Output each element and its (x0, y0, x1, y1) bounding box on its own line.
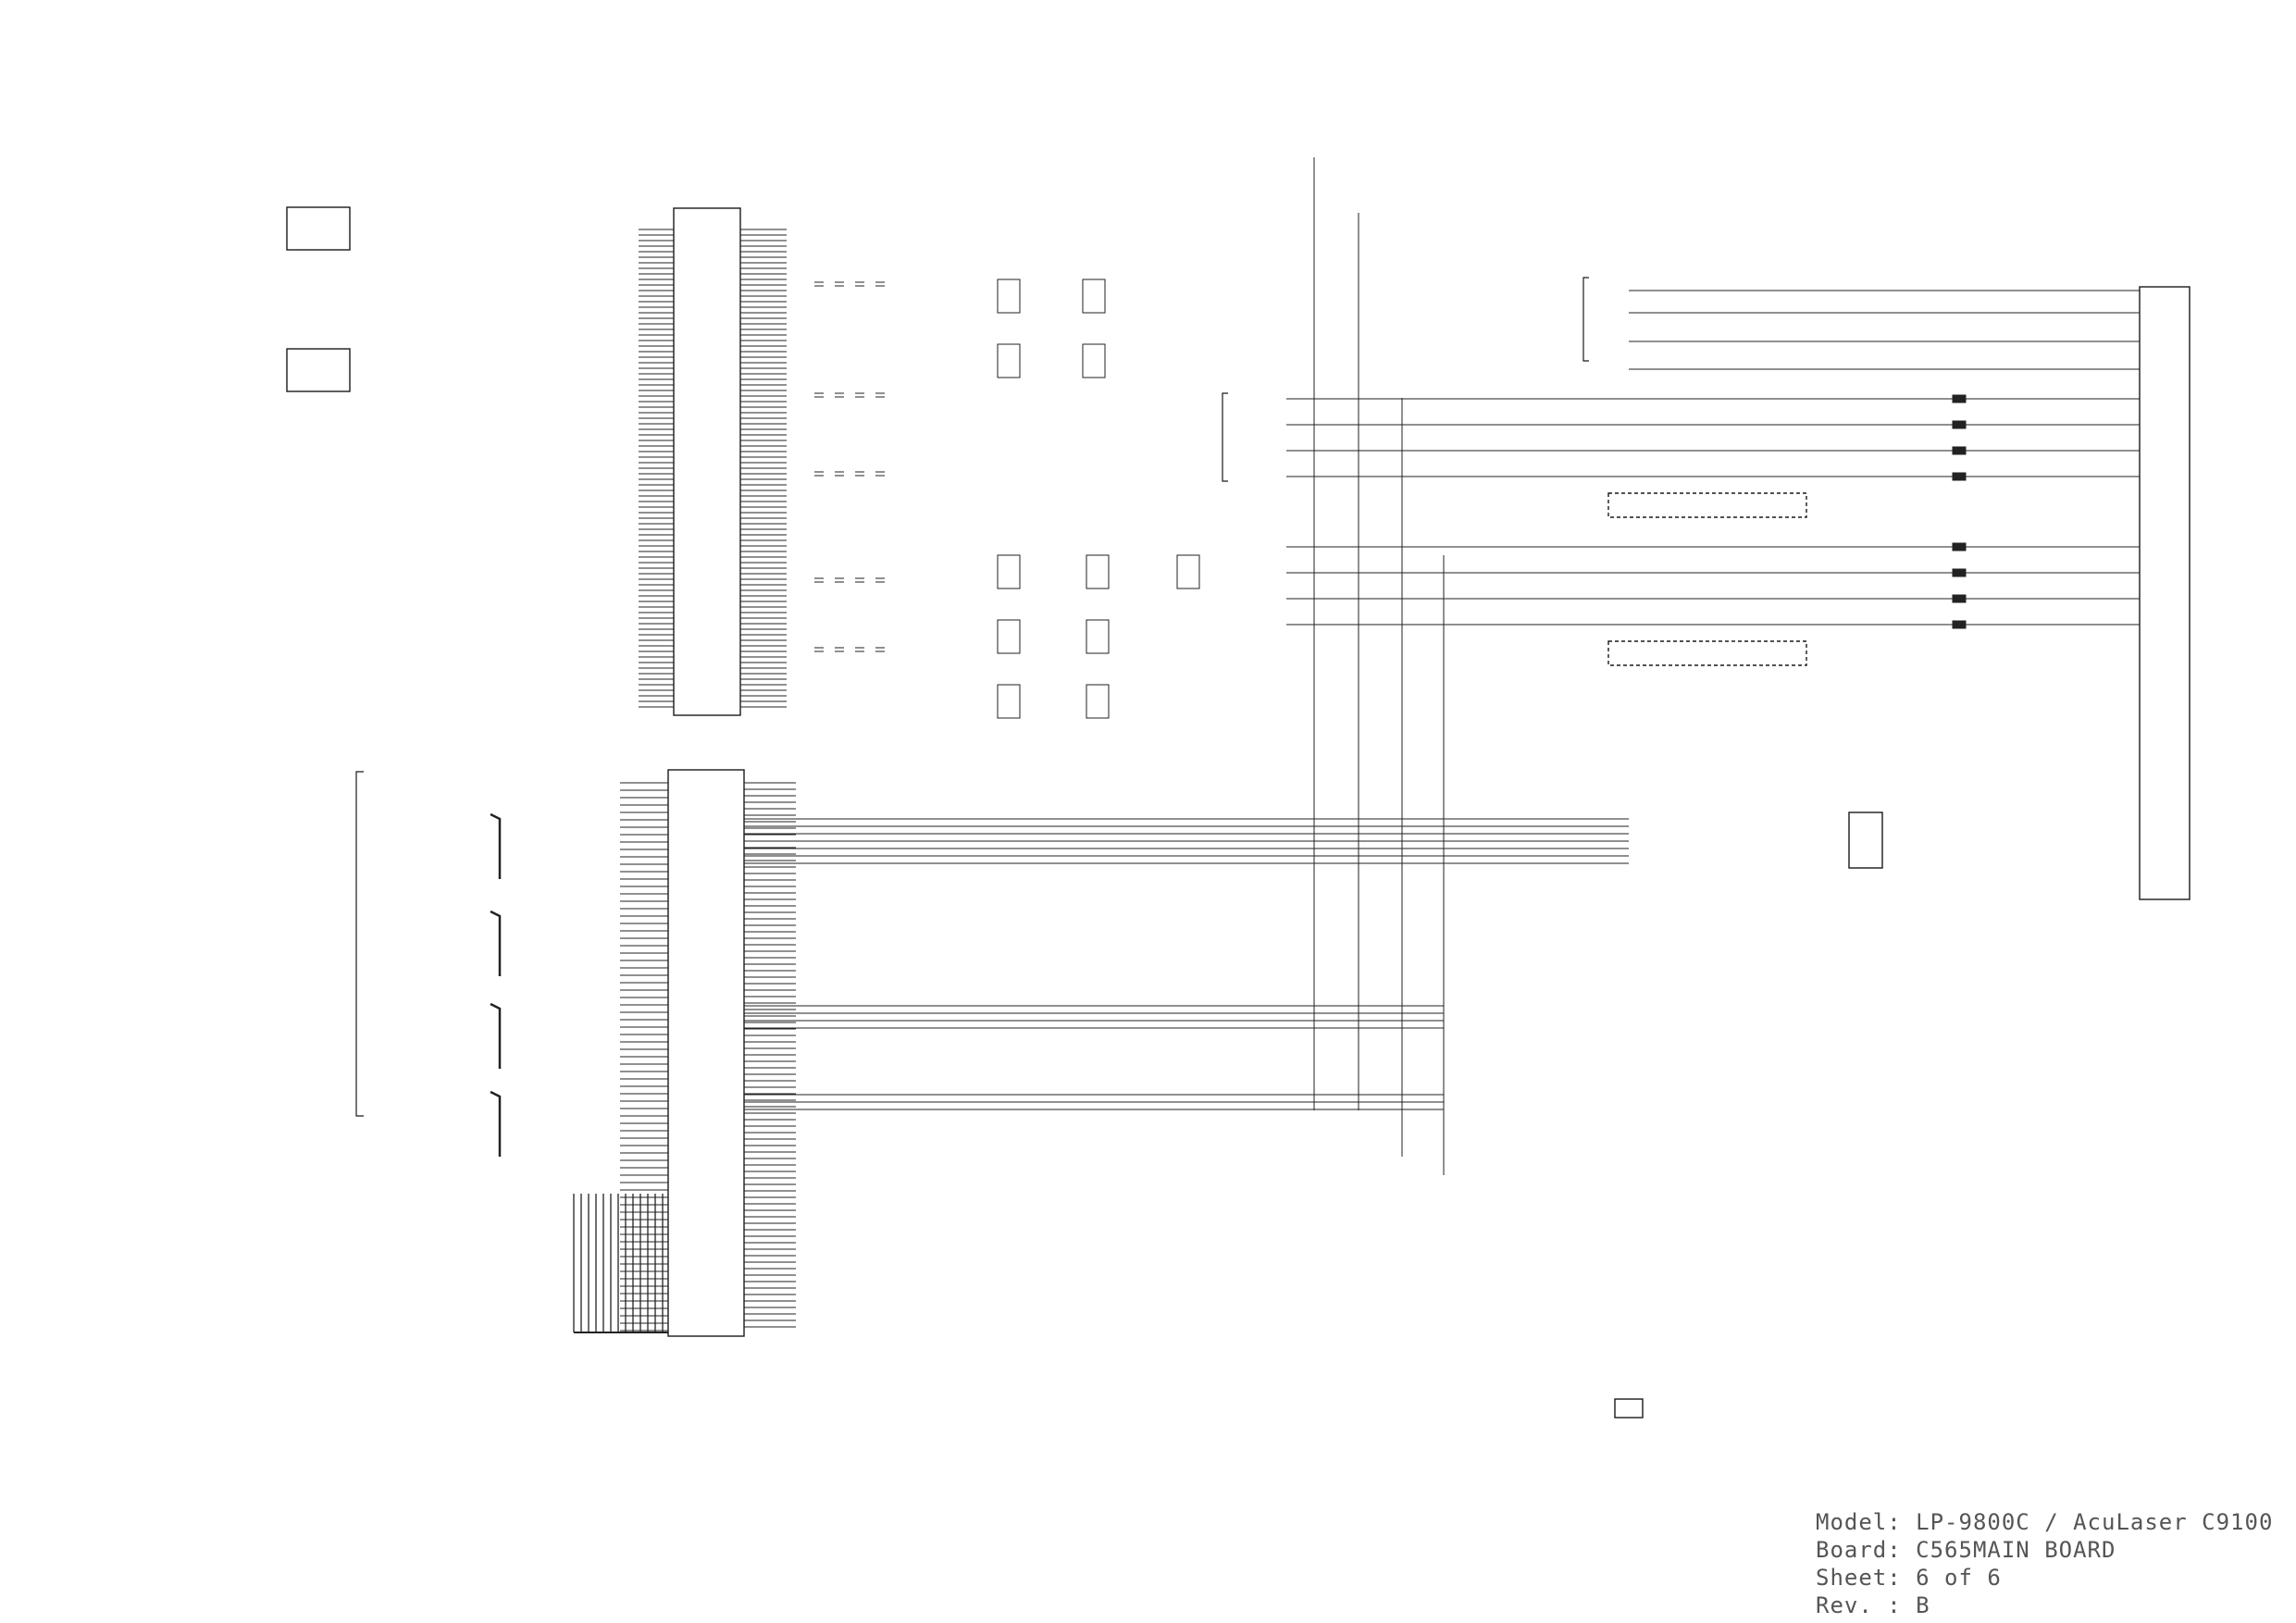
rev-value: B (1916, 1592, 1930, 1618)
osc-upper (286, 206, 351, 251)
sheet-label: Sheet: (1816, 1565, 1902, 1591)
buffer-ic-0 (997, 279, 1021, 314)
ferrite-4 (1952, 542, 1967, 551)
title-row-model: Model: LP-9800C / AcuLaser C9100 (1816, 1508, 2278, 1536)
buffer-ic-10 (1086, 684, 1110, 719)
thick-group-0 (490, 812, 502, 879)
legend-symbol (1614, 1398, 1644, 1419)
buffer-ic-2 (997, 343, 1021, 378)
board-value: C565MAIN BOARD (1916, 1537, 2116, 1563)
model-value: LP-9800C / AcuLaser C9100 (1916, 1509, 2274, 1535)
bracket-mid (1222, 392, 1228, 482)
dashed-region-2 (1607, 640, 1807, 666)
thick-group-2 (490, 1002, 502, 1069)
ferrite-2 (1952, 446, 1967, 455)
ferrite-7 (1952, 620, 1967, 629)
title-block: Model: LP-9800C / AcuLaser C9100 Board: … (1816, 1508, 2278, 1619)
ferrite-3 (1952, 472, 1967, 481)
rev-label: Rev. : (1816, 1592, 1902, 1618)
ferrite-5 (1952, 568, 1967, 577)
ic-main-controller (673, 207, 741, 716)
buffer-ic-5 (1086, 554, 1110, 589)
title-row-sheet: Sheet: 6 of 6 (1816, 1564, 2278, 1592)
buffer-ic-6 (1176, 554, 1200, 589)
connector-small (1848, 812, 1883, 869)
bracket-top-right (1582, 277, 1589, 362)
buffer-ic-1 (1082, 279, 1106, 314)
buffer-ic-3 (1082, 343, 1106, 378)
board-label: Board: (1816, 1537, 1902, 1563)
sheet-value: 6 of 6 (1916, 1565, 2002, 1591)
model-label: Model: (1816, 1509, 1902, 1535)
thick-group-3 (490, 1090, 502, 1157)
buffer-ic-9 (997, 684, 1021, 719)
connector-engine-if (2139, 286, 2191, 900)
buffer-ic-4 (997, 554, 1021, 589)
ferrite-0 (1952, 394, 1967, 403)
dashed-region-1 (1607, 492, 1807, 518)
title-row-board: Board: C565MAIN BOARD (1816, 1536, 2278, 1564)
title-row-rev: Rev. : B (1816, 1592, 2278, 1619)
osc-lower (286, 348, 351, 392)
ferrite-1 (1952, 420, 1967, 429)
ferrite-6 (1952, 594, 1967, 603)
thick-group-1 (490, 910, 502, 976)
bracket-left (355, 771, 364, 1117)
buffer-ic-7 (997, 619, 1021, 654)
ic-main-lower (667, 769, 745, 1337)
buffer-ic-8 (1086, 619, 1110, 654)
